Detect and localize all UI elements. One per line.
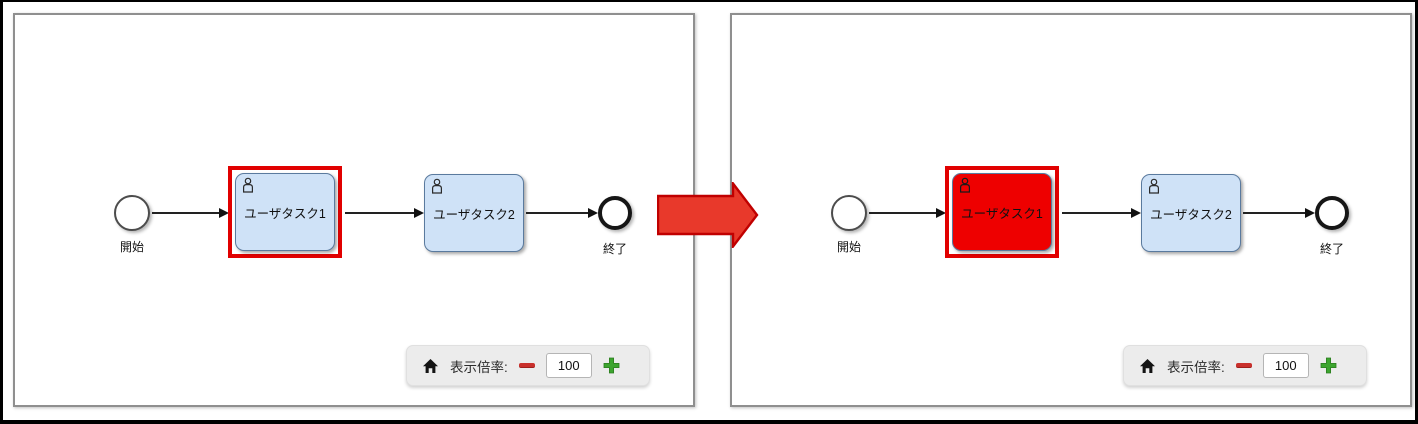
plus-icon[interactable] <box>1320 357 1337 374</box>
task-label: ユーザタスク1 <box>961 206 1043 221</box>
end-event[interactable] <box>1315 196 1349 230</box>
diagram-panel-after: 開始 ユーザタスク1 ユーザタスク2 <box>730 13 1412 407</box>
zoom-ratio-label: 表示倍率: <box>1167 359 1225 375</box>
start-event-label: 開始 <box>836 240 861 254</box>
zoom-level-input[interactable] <box>1262 353 1309 378</box>
start-event[interactable] <box>114 195 150 231</box>
sequence-flow <box>345 208 424 218</box>
task-label: ユーザタスク2 <box>1150 207 1232 222</box>
diagram-panel-before: 開始 ユーザタスク1 ユーザタスク2 <box>13 13 695 407</box>
sequence-flow <box>152 208 229 218</box>
plus-icon[interactable] <box>603 357 620 374</box>
start-event[interactable] <box>831 195 867 231</box>
user-task-1[interactable]: ユーザタスク1 <box>235 173 335 251</box>
end-event[interactable] <box>598 196 632 230</box>
zoom-toolbar: 表示倍率: <box>1123 345 1367 386</box>
sequence-flow <box>869 208 946 218</box>
user-task-1[interactable]: ユーザタスク1 <box>952 173 1052 251</box>
zoom-ratio-label: 表示倍率: <box>450 359 508 375</box>
user-icon <box>958 177 972 193</box>
end-event-label: 終了 <box>602 242 627 256</box>
sequence-flow <box>1062 208 1141 218</box>
sequence-flow <box>1243 208 1315 218</box>
zoom-level-input[interactable] <box>545 353 592 378</box>
sequence-flow <box>526 208 598 218</box>
home-icon[interactable] <box>422 358 439 374</box>
right-arrow-icon <box>656 179 759 251</box>
selection-highlight: ユーザタスク1 <box>228 166 342 258</box>
minus-icon[interactable] <box>518 363 535 368</box>
task-label: ユーザタスク1 <box>244 206 326 221</box>
user-task-2[interactable]: ユーザタスク2 <box>1141 174 1241 252</box>
user-icon <box>241 177 255 193</box>
task-label: ユーザタスク2 <box>433 207 515 222</box>
user-task-2[interactable]: ユーザタスク2 <box>424 174 524 252</box>
user-icon <box>1147 178 1161 194</box>
zoom-toolbar: 表示倍率: <box>406 345 650 386</box>
home-icon[interactable] <box>1139 358 1156 374</box>
minus-icon[interactable] <box>1235 363 1252 368</box>
start-event-label: 開始 <box>119 240 144 254</box>
end-event-label: 終了 <box>1319 242 1344 256</box>
user-icon <box>430 178 444 194</box>
selection-highlight: ユーザタスク1 <box>945 166 1059 258</box>
